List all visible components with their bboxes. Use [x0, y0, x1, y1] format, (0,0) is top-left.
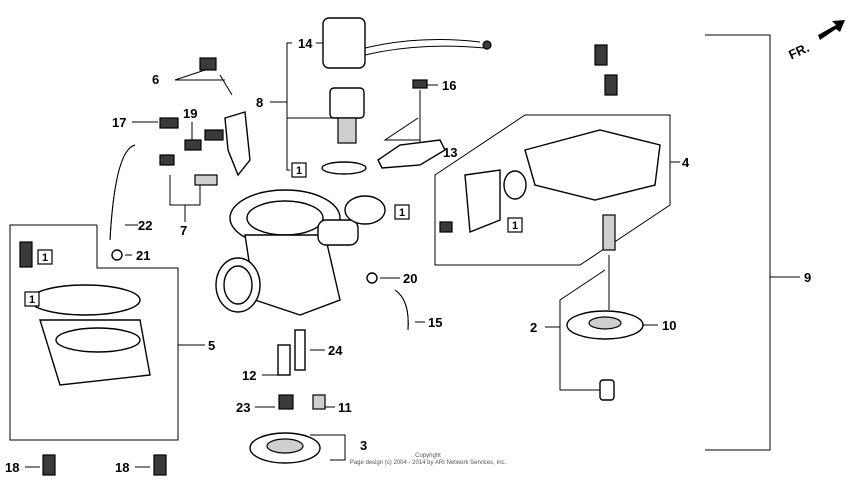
callout-8: 8 [256, 95, 263, 110]
screw-7a [159, 154, 175, 166]
lever-bracket [224, 111, 251, 177]
solenoid-body [329, 87, 365, 119]
screw-6 [199, 57, 217, 71]
screw-17 [159, 117, 179, 129]
callout-15: 15 [428, 315, 442, 330]
clip-20 [366, 272, 378, 284]
oring-4 [503, 170, 527, 200]
callout-9: 9 [804, 270, 811, 285]
callout-18-right: 18 [115, 460, 129, 475]
spring-7 [194, 174, 218, 186]
jet-11 [312, 394, 326, 410]
solenoid-wire-2 [364, 45, 486, 56]
bracket-13 [383, 117, 420, 141]
diaphragm-center [588, 316, 622, 330]
callout-12: 12 [242, 368, 256, 383]
carb-intake-inner [223, 265, 253, 305]
svg-text:1: 1 [512, 220, 518, 232]
callout-13: 13 [443, 145, 457, 160]
svg-text:1: 1 [42, 252, 48, 264]
callout-3: 3 [360, 438, 367, 453]
callout-23: 23 [236, 400, 250, 415]
oring-carb [344, 195, 386, 225]
box-marker-b: 1 [394, 204, 410, 220]
box-marker-a: 1 [291, 162, 307, 178]
callout-22: 22 [138, 218, 152, 233]
front-direction-label: FR. [786, 40, 811, 62]
copyright-line-1: Copyright [415, 453, 441, 459]
screw-16 [412, 79, 428, 89]
callout-10: 10 [662, 318, 676, 333]
bracket-3 [310, 434, 346, 461]
copyright-line-2: Page design (c) 2004 - 2014 by ARI Netwo… [350, 460, 507, 466]
screw-19b [204, 129, 224, 141]
box-marker-e: 1 [24, 291, 40, 307]
screw-top-2 [604, 74, 618, 96]
clip-21 [111, 249, 123, 261]
carb-side [317, 219, 359, 246]
gasket-4 [464, 169, 501, 233]
callout-20: 20 [403, 271, 417, 286]
jet-24 [294, 329, 306, 371]
screw-4 [439, 221, 453, 233]
callout-2: 2 [530, 320, 537, 335]
callout-5: 5 [208, 338, 215, 353]
bracket-6 [174, 69, 225, 81]
callout-6: 6 [152, 72, 159, 87]
jet-12 [277, 344, 291, 376]
bracket-8 [286, 42, 292, 171]
box-marker-c: 1 [507, 217, 523, 233]
svg-text:1: 1 [296, 165, 302, 177]
bracket-2 [559, 269, 610, 391]
bracket-5 [9, 224, 179, 441]
carb-top-inner [246, 200, 324, 236]
spring-6 [219, 74, 233, 96]
carb-body [244, 234, 341, 316]
drain-screw [19, 241, 33, 268]
callout-21: 21 [136, 248, 150, 263]
solenoid-valve [337, 117, 357, 144]
plate-13 [377, 139, 446, 169]
needle-top [602, 214, 616, 251]
bracket-9 [705, 34, 771, 451]
wire-terminal [482, 40, 492, 50]
callout-7: 7 [180, 223, 187, 238]
solenoid-wire [364, 39, 481, 49]
callout-4: 4 [682, 155, 690, 170]
svg-text:1: 1 [399, 207, 405, 219]
svg-text:1: 1 [29, 294, 35, 306]
hose-15-inner [394, 289, 409, 331]
callout-24: 24 [328, 343, 343, 358]
callout-11: 11 [338, 400, 352, 415]
callout-16: 16 [442, 78, 456, 93]
float-chamber-rim [55, 327, 141, 353]
screw-top-1 [594, 44, 608, 66]
hose-22-inner [109, 144, 136, 241]
screw-19 [184, 139, 202, 151]
gasket-5 [29, 284, 141, 316]
callout-18-left: 18 [5, 460, 19, 475]
bracket-4 [434, 114, 671, 266]
box-marker-d: 1 [37, 249, 53, 265]
callout-14: 14 [298, 36, 313, 51]
screw-18b [153, 454, 167, 476]
cap-3-inner [266, 438, 304, 454]
callout-19: 19 [183, 106, 197, 121]
jet-23 [278, 394, 294, 410]
cover-4 [524, 129, 661, 201]
screw-18a [42, 454, 56, 476]
front-arrow-icon [818, 20, 845, 40]
solenoid-oring [321, 161, 367, 175]
needle-seat [599, 379, 615, 401]
solenoid-cap [322, 17, 366, 69]
callout-17: 17 [112, 115, 126, 130]
